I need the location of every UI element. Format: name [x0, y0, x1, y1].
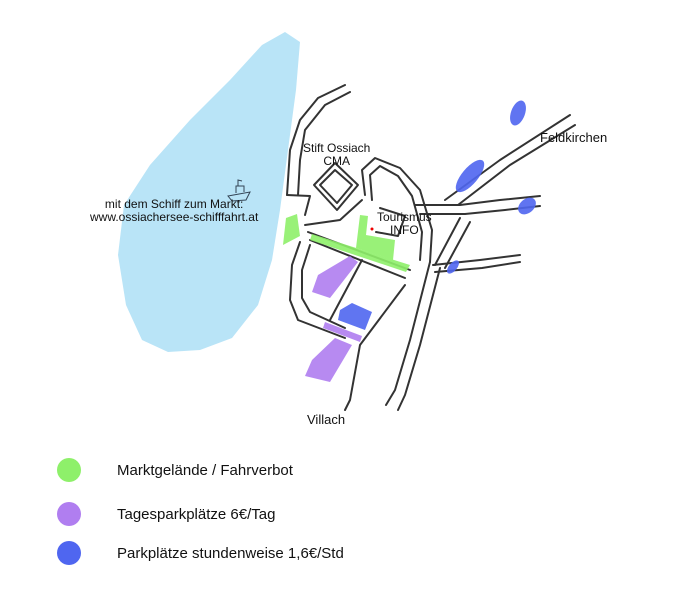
legend-day-parking: Tagesparkplätze 6€/Tag — [57, 502, 275, 526]
feldkirchen-label: Feldkirchen — [540, 130, 608, 145]
tourism-label-line1: Tourismus — [377, 210, 432, 224]
legend-label: Marktgelände / Fahrverbot — [117, 461, 293, 479]
day-parking-2 — [323, 322, 362, 342]
tourism-info-label: Tourismus INFO — [377, 211, 432, 237]
lake-label: mit dem Schiff zum Markt: www.ossiachers… — [90, 198, 258, 224]
hourly-parking-areas — [338, 100, 536, 330]
blue-dot-icon — [57, 541, 81, 565]
stift-ossiach-label: Stift Ossiach CMA — [303, 142, 370, 168]
lake-label-url[interactable]: www.ossiachersee-schifffahrt.at — [90, 210, 259, 224]
market-areas — [283, 214, 410, 272]
day-parking-1 — [312, 256, 358, 298]
tourism-label-line2: INFO — [390, 223, 419, 237]
stift-label-line1: Stift Ossiach — [303, 141, 371, 155]
lake-label-line1: mit dem Schiff zum Markt: — [104, 197, 244, 211]
hourly-parking-2 — [455, 159, 485, 193]
green-dot-icon — [57, 458, 81, 482]
market-area-street — [310, 234, 410, 272]
hourly-parking-5 — [338, 303, 372, 330]
purple-dot-icon — [57, 502, 81, 526]
legend-label: Tagesparkplätze 6€/Tag — [117, 505, 276, 523]
day-parking-areas — [305, 256, 362, 382]
hourly-parking-4 — [447, 260, 459, 274]
villach-label: Villach — [307, 412, 346, 427]
legend-hourly-parking: Parkplätze stundenweise 1,6€/Std — [57, 541, 344, 565]
market-area-west — [283, 214, 300, 245]
lake-ossiacher-see — [118, 32, 300, 352]
boat-icon — [227, 179, 251, 202]
day-parking-3 — [305, 338, 352, 382]
tourism-info-marker — [370, 227, 374, 231]
hourly-parking-3 — [518, 197, 536, 215]
hourly-parking-1 — [510, 100, 526, 126]
legend-label: Parkplätze stundenweise 1,6€/Std — [117, 544, 344, 562]
market-area-tourism — [356, 215, 395, 260]
legend-market: Marktgelände / Fahrverbot — [57, 458, 293, 482]
stift-label-line2: CMA — [323, 154, 351, 168]
